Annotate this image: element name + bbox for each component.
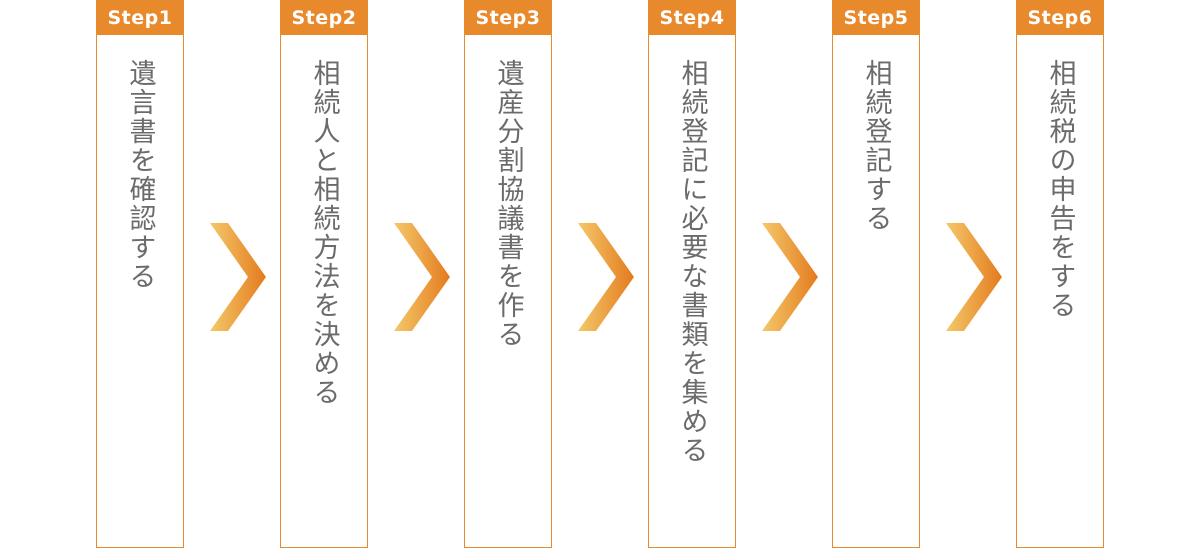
step-description: 相続税の申告をする (1044, 59, 1076, 320)
step-card-1: Step1 遺言書を確認する (96, 0, 184, 548)
step-description: 遺産分割協議書を作る (492, 59, 524, 349)
step-description: 相続人と相続方法を決める (308, 59, 340, 407)
step-description: 遺言書を確認する (124, 59, 156, 291)
chevron-right-icon (946, 223, 1002, 331)
step-card-3: Step3 遺産分割協議書を作る (464, 0, 552, 548)
step-label: Step6 (1017, 1, 1103, 35)
chevron-right-icon (762, 223, 818, 331)
step-label: Step1 (97, 1, 183, 35)
step-label: Step4 (649, 1, 735, 35)
step-card-4: Step4 相続登記に必要な書類を集める (648, 0, 736, 548)
chevron-right-icon (578, 223, 634, 331)
step-card-5: Step5 相続登記する (832, 0, 920, 548)
step-label: Step2 (281, 1, 367, 35)
chevron-right-icon (210, 223, 266, 331)
step-label: Step5 (833, 1, 919, 35)
step-label: Step3 (465, 1, 551, 35)
step-description: 相続登記に必要な書類を集める (676, 59, 708, 465)
step-card-2: Step2 相続人と相続方法を決める (280, 0, 368, 548)
step-description: 相続登記する (860, 59, 892, 233)
step-card-6: Step6 相続税の申告をする (1016, 0, 1104, 548)
chevron-right-icon (394, 223, 450, 331)
